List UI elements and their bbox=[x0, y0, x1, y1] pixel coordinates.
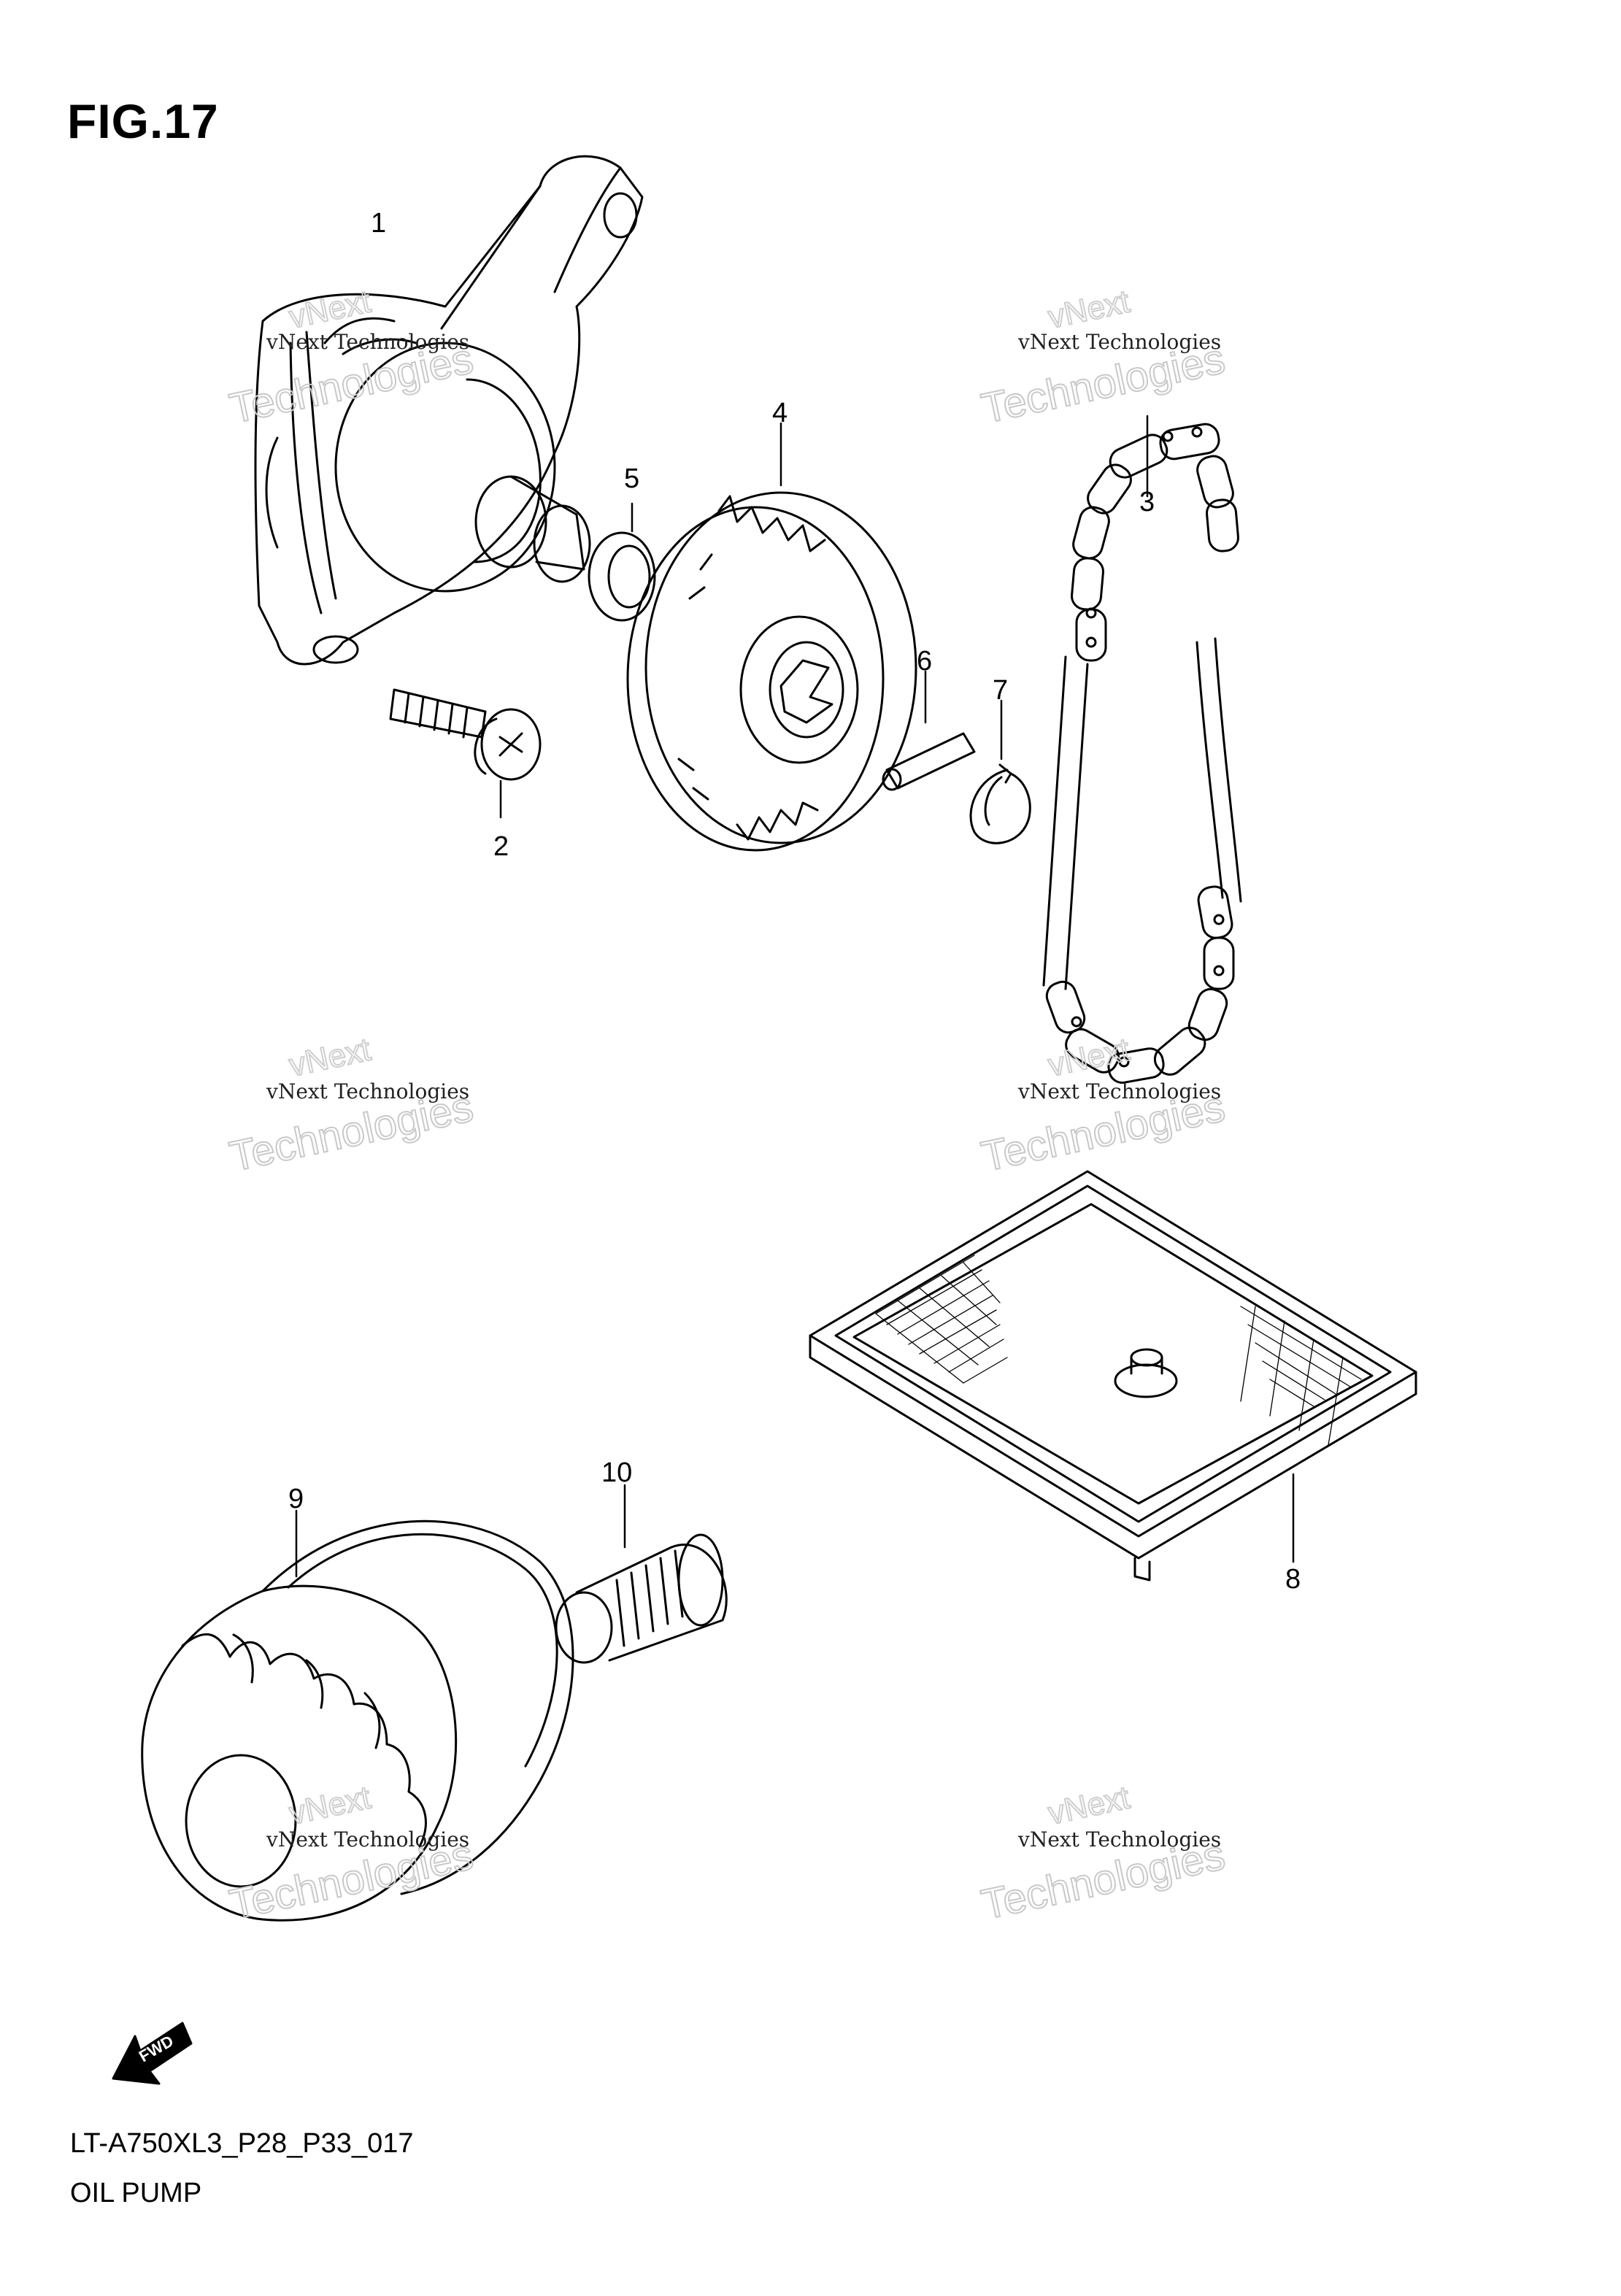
callout-1: 1 bbox=[371, 208, 386, 239]
callout-3: 3 bbox=[1139, 487, 1155, 517]
svg-text:vNext: vNext bbox=[1045, 1779, 1133, 1831]
pin-part bbox=[882, 670, 976, 791]
watermark-middle-left: vNext vNext Technologies Technologies bbox=[225, 1030, 478, 1181]
svg-text:vNext: vNext bbox=[286, 1779, 374, 1831]
svg-text:vNext Technologies: vNext Technologies bbox=[266, 1079, 469, 1103]
svg-text:vNext Technologies: vNext Technologies bbox=[1017, 330, 1221, 354]
callout-6: 6 bbox=[917, 646, 932, 677]
svg-text:vNext: vNext bbox=[286, 283, 374, 335]
figure-title: FIG.17 bbox=[67, 94, 219, 148]
forward-arrow-icon bbox=[112, 2022, 193, 2085]
circlip-part bbox=[969, 699, 1031, 844]
svg-text:vNext Technologies: vNext Technologies bbox=[1017, 1079, 1221, 1103]
callout-7: 7 bbox=[993, 675, 1008, 706]
callout-5: 5 bbox=[624, 463, 639, 494]
washer-part bbox=[588, 502, 656, 622]
svg-text:vNext Technologies: vNext Technologies bbox=[1017, 1827, 1221, 1852]
svg-text:vNext Technologies: vNext Technologies bbox=[266, 1827, 469, 1852]
svg-text:vNext: vNext bbox=[1045, 1031, 1133, 1083]
callout-9: 9 bbox=[288, 1484, 304, 1514]
figure-code: LT-A750XL3_P28_P33_017 bbox=[70, 2128, 414, 2159]
callout-10: 10 bbox=[601, 1457, 632, 1488]
callout-2: 2 bbox=[493, 831, 509, 862]
sprocket-part bbox=[626, 422, 917, 852]
union-bolt-part bbox=[555, 1484, 728, 1664]
figure-name: OIL PUMP bbox=[70, 2178, 202, 2208]
svg-text:vNext: vNext bbox=[286, 1031, 374, 1083]
oil-filter-part bbox=[141, 1509, 574, 1922]
svg-text:vNext: vNext bbox=[1045, 283, 1133, 335]
watermark-middle-right: vNext vNext Technologies Technologies bbox=[977, 1030, 1230, 1181]
oil-pump-body-part bbox=[254, 155, 644, 666]
callout-4: 4 bbox=[772, 398, 788, 428]
watermark-bottom-right: vNext vNext Technologies Technologies bbox=[977, 1779, 1230, 1929]
watermark-top-right: vNext vNext Technologies Technologies bbox=[977, 282, 1230, 433]
watermark-bottom-left: vNext vNext Technologies Technologies bbox=[225, 1779, 478, 1929]
svg-text:vNext Technologies: vNext Technologies bbox=[266, 330, 469, 354]
callout-8: 8 bbox=[1285, 1564, 1301, 1595]
bolt-part bbox=[389, 688, 542, 819]
chain-part bbox=[1042, 415, 1242, 1084]
oil-strainer-part bbox=[809, 1170, 1417, 1582]
